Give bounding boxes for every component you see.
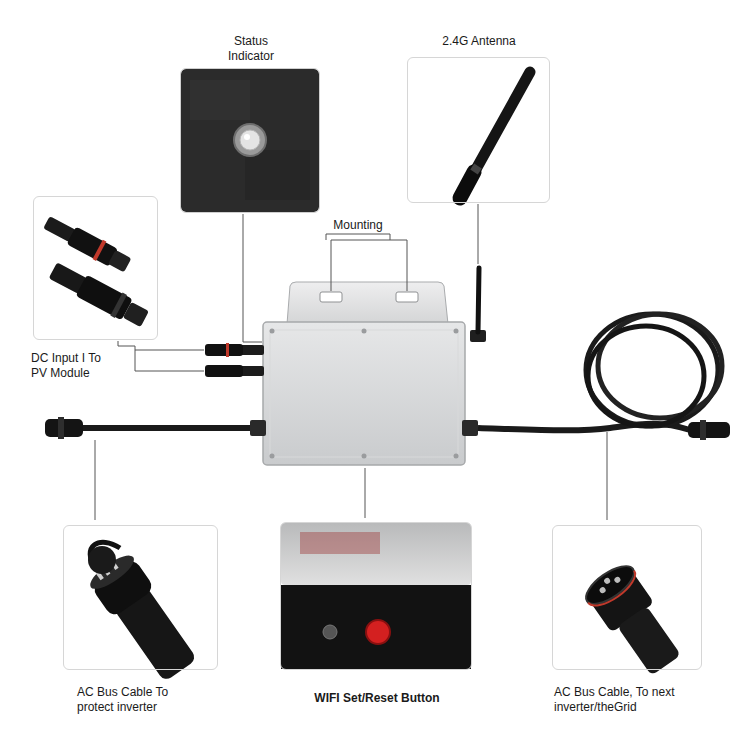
mounting-label: Mounting (318, 218, 398, 233)
inverter-housing-part (270, 330, 458, 457)
ac-male-connector-photo-part (88, 546, 116, 574)
dc-connector-photo-part-part (123, 302, 149, 327)
inverter-housing-part (320, 292, 342, 302)
ac-male-inset: AC Bus Cable To protect inverter (63, 525, 218, 670)
inverter-housing-part (287, 282, 448, 324)
dc-connector-photo-part-part (76, 275, 133, 321)
inverter-housing-part (454, 329, 459, 334)
dc-connector-photo (41, 212, 151, 330)
ac-cables-part (58, 417, 64, 439)
ac-female-connector-photo-part (580, 559, 689, 681)
inverter-housing-part (362, 329, 367, 334)
leader-lines-part (326, 234, 407, 291)
dc-connector-photo-part-part (110, 293, 127, 318)
ac-male-connector-photo (84, 542, 202, 685)
reset-button-photo-part (281, 523, 471, 585)
status-indicator-photo-part (240, 130, 260, 150)
leader-lines (95, 204, 607, 520)
ac-female-connector-photo-part-part (613, 576, 621, 584)
status-indicator-photo-part (245, 150, 310, 200)
leader-lines-part (118, 341, 204, 371)
ac-female-inset: AC Bus Cable, To next inverter/theGrid (552, 525, 702, 670)
ac-female-connector-photo (580, 559, 689, 681)
leader-lines-part (95, 440, 96, 520)
dc-input-inset: DC Input I To PV Module (33, 196, 158, 340)
ac-cables-part (250, 420, 266, 436)
device-antenna (470, 268, 486, 342)
ac-female-connector-photo-part-part (617, 606, 681, 676)
inverter-housing-part (270, 329, 275, 334)
inverter-housing-part (263, 322, 465, 465)
reset-button-photo (281, 523, 471, 669)
dc-connector-photo-part (41, 212, 133, 275)
reset-button-photo-part (323, 625, 337, 639)
device-dc-connectors-part (205, 365, 243, 377)
device-dc-connectors (205, 343, 264, 377)
inverter-housing-part (362, 454, 367, 459)
status-indicator-inset: Status Indicator (180, 68, 320, 213)
inverter-housing-part (396, 292, 418, 302)
antenna-photo-part (474, 166, 478, 172)
inverter-housing-part (270, 454, 275, 459)
device-dc-connectors-part (240, 366, 264, 376)
ac-female-connector-photo-part-part (603, 577, 611, 585)
inverter-housing-part (454, 454, 459, 459)
reset-button-photo-part (300, 532, 380, 554)
reset-button-photo-part (281, 585, 471, 669)
callout-label: 2.4G Antenna (419, 34, 539, 49)
status-indicator-photo (181, 69, 319, 212)
antenna-photo-part (470, 72, 530, 180)
antenna-inset: 2.4G Antenna (407, 57, 550, 203)
reset-button-inset: WIFI Set/Reset Button (280, 522, 472, 670)
ac-cables-part (462, 420, 478, 436)
ac-cables (45, 314, 730, 440)
antenna-photo-part (460, 172, 474, 198)
ac-cables-part (588, 326, 704, 426)
status-indicator-photo-part (181, 69, 319, 212)
callout-label: DC Input I To PV Module (31, 351, 113, 381)
status-indicator-photo-part (244, 134, 250, 140)
ac-cables-part (80, 425, 250, 431)
callout-label: WIFI Set/Reset Button (267, 691, 487, 706)
ac-cables-part (688, 422, 730, 438)
device-dc-connectors-part (205, 344, 243, 356)
device-dc-connectors-part (240, 345, 264, 355)
ac-female-connector-photo-part-part (588, 571, 641, 613)
callout-label: Status Indicator (213, 34, 289, 64)
leader-lines-part (365, 468, 366, 518)
device-antenna-part (478, 268, 479, 332)
leader-lines-part (478, 204, 479, 264)
callout-label: AC Bus Cable To protect inverter (77, 685, 177, 715)
ac-female-connector-photo-part-part (598, 586, 606, 594)
dc-connector-photo-part (47, 259, 151, 331)
inverter-housing (263, 282, 465, 465)
status-indicator-photo-part (234, 124, 266, 156)
device-dc-connectors-part (226, 343, 229, 357)
ac-cables-part (700, 420, 706, 440)
callout-label: AC Bus Cable, To next inverter/theGrid (554, 685, 704, 715)
reset-button-photo-part (366, 620, 390, 644)
antenna-photo (460, 72, 530, 198)
dc-connector-photo-part-part (92, 240, 106, 261)
leader-lines-part (607, 432, 608, 520)
status-indicator-photo-part (190, 80, 250, 120)
dc-connector-photo-part-part (108, 250, 131, 273)
leader-lines-part (243, 214, 262, 342)
